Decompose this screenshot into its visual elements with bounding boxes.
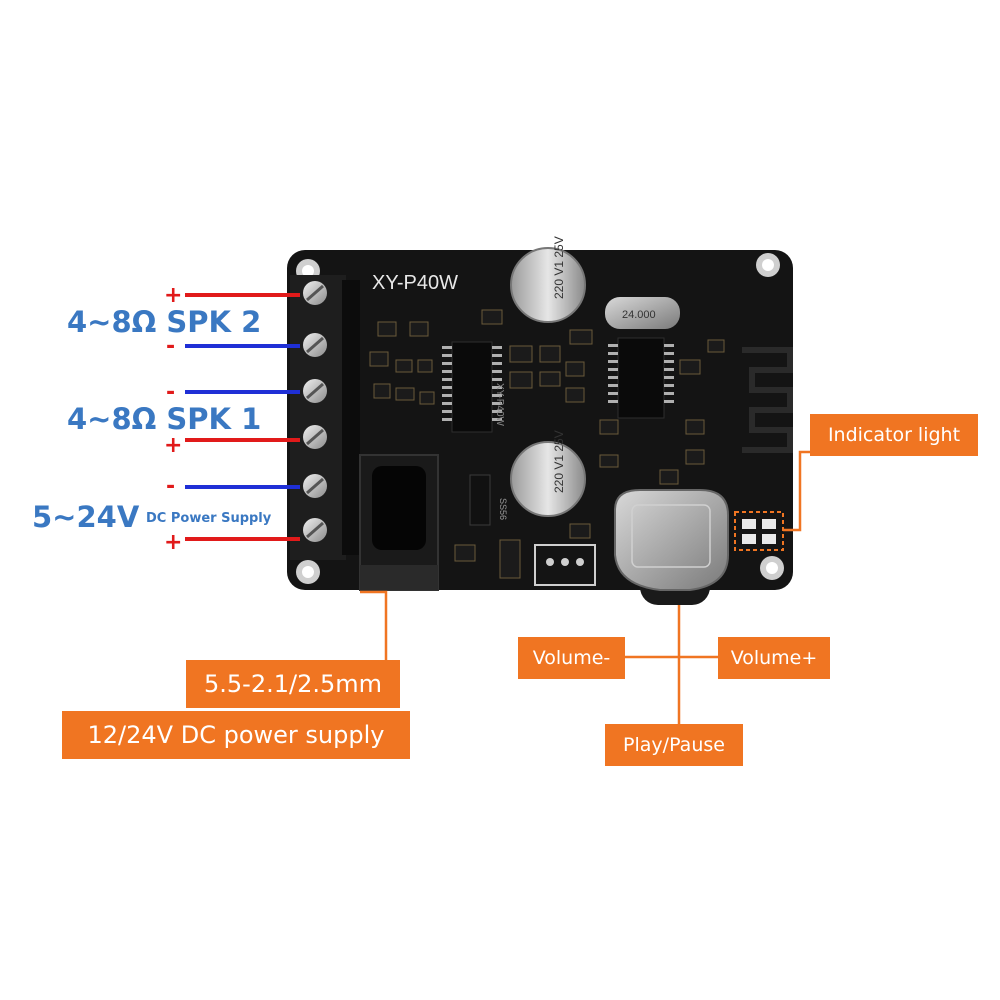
jack-supply-callout: 12/24V DC power supply	[62, 711, 410, 759]
callout-lines	[360, 450, 810, 724]
spk2-label: 4~8Ω SPK 2	[67, 305, 262, 339]
capacitor-bottom: 220 V1 25V	[510, 430, 586, 517]
dc-jack	[359, 454, 439, 591]
spk1-label: 4~8Ω SPK 1	[67, 402, 262, 436]
spk1-minus-sign: -	[166, 380, 176, 405]
volume-minus-callout: Volume-	[518, 637, 625, 679]
svg-text:SS56: SS56	[498, 498, 508, 520]
capacitor-top: 220 V1 25V	[510, 236, 586, 323]
pcb-antenna	[742, 347, 793, 453]
spk1-plus-sign: +	[164, 433, 183, 458]
power-plus-sign: +	[164, 530, 183, 555]
svg-text:220 V1 25V: 220 V1 25V	[552, 430, 566, 493]
diode: SS56	[469, 474, 508, 526]
svg-text:220 V1 25V: 220 V1 25V	[552, 236, 566, 299]
power-minus-sign: -	[166, 474, 176, 499]
indicator-light-callout: Indicator light	[810, 414, 978, 456]
screw-terminal-block	[290, 275, 360, 560]
smd-components	[369, 309, 725, 579]
bluetooth-ic	[608, 337, 674, 419]
terminal-wires	[185, 293, 300, 541]
power-dc-label: DC Power Supply	[146, 511, 272, 526]
amplifier-ic: XY-P40W	[442, 341, 505, 433]
jack-size-callout: 5.5-2.1/2.5mm	[186, 660, 400, 708]
volume-plus-callout: Volume+	[718, 637, 830, 679]
svg-text:24.000: 24.000	[622, 309, 656, 321]
svg-text:XY-P40W: XY-P40W	[494, 383, 505, 427]
power-voltage-label: 5~24V	[32, 500, 140, 534]
pin-header	[534, 544, 596, 586]
play-pause-callout: Play/Pause	[605, 724, 743, 766]
crystal-oscillator: 24.000	[605, 297, 680, 329]
rotary-knob	[614, 489, 729, 605]
spk2-minus-sign: -	[166, 334, 176, 359]
board-model-silkscreen: XY-P40W	[372, 272, 458, 294]
spk2-plus-sign: +	[164, 283, 183, 308]
